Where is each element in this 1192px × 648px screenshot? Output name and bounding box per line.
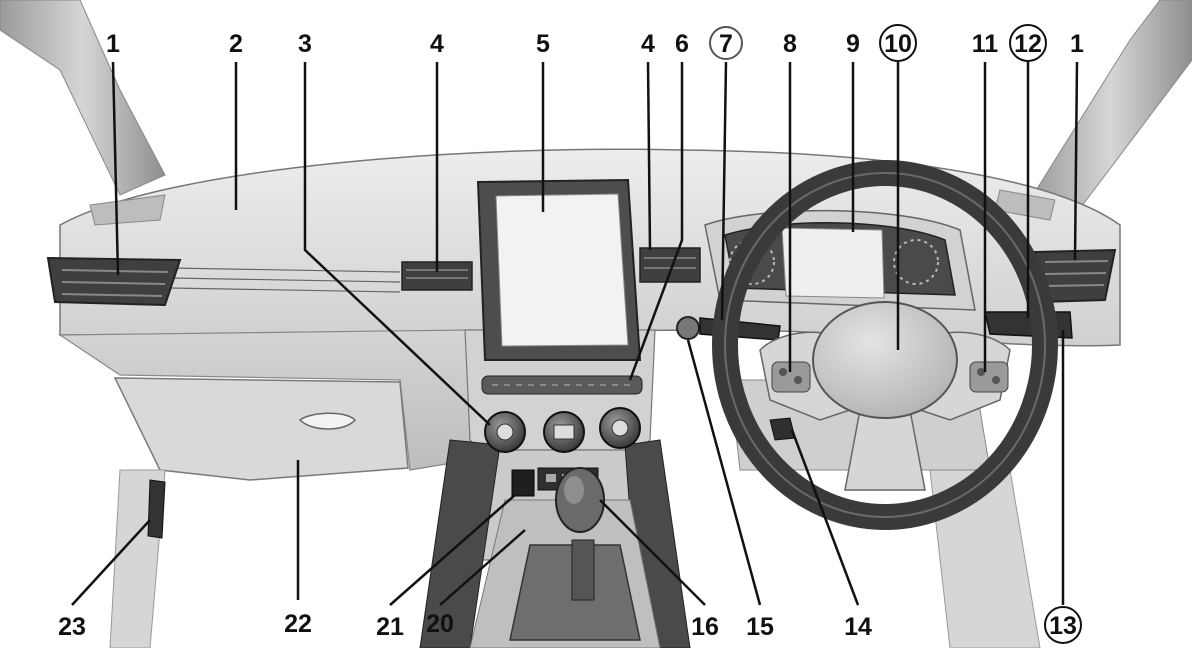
svg-text:7: 7 bbox=[719, 30, 733, 58]
control-strip bbox=[482, 376, 642, 394]
svg-text:8: 8 bbox=[783, 30, 797, 58]
callout-16: 16 bbox=[691, 613, 719, 641]
callout-3: 3 bbox=[298, 30, 312, 58]
left-air-vent bbox=[48, 258, 180, 305]
callout-4-left: 4 bbox=[430, 30, 444, 58]
callout-11: 11 bbox=[972, 30, 999, 58]
callout-6: 6 bbox=[675, 30, 689, 58]
callout-14: 14 bbox=[844, 613, 872, 641]
start-button bbox=[677, 317, 699, 339]
svg-text:14: 14 bbox=[844, 613, 872, 641]
glove-box bbox=[115, 378, 408, 480]
centre-vent-right bbox=[640, 248, 700, 282]
multimedia-screen bbox=[478, 180, 640, 360]
svg-text:5: 5 bbox=[536, 30, 550, 58]
climate-controls bbox=[485, 408, 640, 452]
svg-text:6: 6 bbox=[675, 30, 689, 58]
svg-text:9: 9 bbox=[846, 30, 860, 58]
svg-text:12: 12 bbox=[1014, 30, 1042, 58]
callout-2: 2 bbox=[229, 30, 243, 58]
svg-text:1: 1 bbox=[1070, 30, 1084, 58]
right-a-pillar bbox=[1030, 0, 1192, 215]
svg-text:1: 1 bbox=[106, 30, 120, 58]
svg-text:23: 23 bbox=[58, 613, 86, 641]
callout-21: 21 bbox=[376, 613, 404, 641]
svg-text:16: 16 bbox=[691, 613, 719, 641]
svg-text:15: 15 bbox=[746, 613, 774, 641]
callout-1-right: 1 bbox=[1070, 30, 1084, 58]
svg-text:10: 10 bbox=[884, 30, 912, 58]
callout-15: 15 bbox=[746, 613, 774, 641]
left-a-pillar bbox=[0, 0, 165, 195]
wheel-lower-spoke bbox=[845, 410, 925, 490]
callout-8: 8 bbox=[783, 30, 797, 58]
callout-5: 5 bbox=[536, 30, 550, 58]
svg-text:2: 2 bbox=[229, 30, 243, 58]
cluster-display bbox=[782, 228, 884, 298]
callout-22: 22 bbox=[284, 610, 312, 638]
wheel-hub bbox=[813, 302, 957, 418]
steering-adjust-lever bbox=[770, 418, 795, 440]
svg-text:20: 20 bbox=[426, 610, 454, 638]
callout-12: 12 bbox=[1010, 25, 1046, 61]
callout-13: 13 bbox=[1045, 607, 1081, 643]
bonnet-release-lever bbox=[148, 480, 165, 538]
callout-9: 9 bbox=[846, 30, 860, 58]
svg-text:4: 4 bbox=[641, 30, 655, 58]
svg-text:4: 4 bbox=[430, 30, 444, 58]
svg-text:21: 21 bbox=[376, 613, 404, 641]
callout-7: 7 bbox=[710, 27, 742, 59]
callout-1-left: 1 bbox=[106, 30, 120, 58]
callout-4-right: 4 bbox=[641, 30, 655, 58]
svg-text:11: 11 bbox=[972, 30, 999, 58]
callout-23: 23 bbox=[58, 613, 86, 641]
accessory-socket bbox=[512, 470, 534, 496]
callout-10: 10 bbox=[880, 25, 916, 61]
svg-text:13: 13 bbox=[1049, 612, 1077, 640]
callout-20: 20 bbox=[426, 610, 454, 638]
svg-text:3: 3 bbox=[298, 30, 312, 58]
svg-text:22: 22 bbox=[284, 610, 312, 638]
wheel-right-controls bbox=[970, 362, 1008, 392]
